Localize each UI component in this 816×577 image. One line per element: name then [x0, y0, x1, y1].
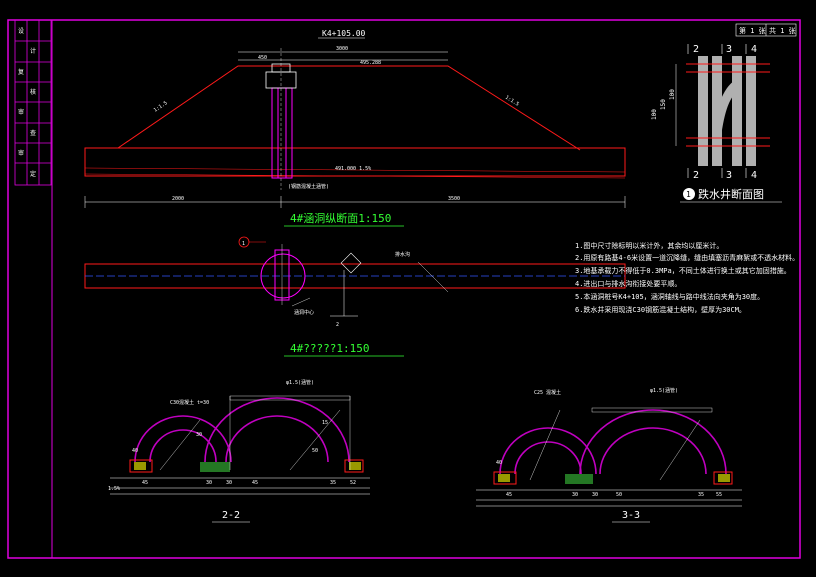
s3-title: 3-3: [622, 510, 640, 521]
s3-dim-5: 35: [698, 492, 704, 498]
left-title-text: 设 计 复 核 审 查 审 定: [18, 27, 36, 178]
s2-elev: 1.5%: [108, 486, 120, 492]
title-cell-4: 审: [18, 108, 24, 116]
s3-dim-2: 30: [572, 492, 578, 498]
note-6: 6.跌水井采用现浇C30钢筋混凝土结构，壁厚为30CM。: [575, 305, 746, 314]
profile-title: 4#涵洞纵断面1:150: [290, 211, 391, 225]
section-3-3: C25 混凝土 φ1.5(涵管) 40 45 30 30 50 35 55 3-…: [476, 387, 742, 523]
s2-dim-2: 30: [206, 480, 212, 486]
plan-view: 1 2 涵洞中心 排水沟 4#?????1:150: [84, 236, 626, 357]
note-3: 3.地基承载力不得低于0.3MPa，不同土体进行换土或其它加固措施。: [575, 266, 791, 275]
s2-title: 2-2: [222, 510, 240, 521]
profile-note: (钢筋混凝土涵管): [288, 183, 329, 190]
well-bottom-label-0: 2: [693, 170, 699, 181]
s3-dim-0: 40: [496, 460, 502, 466]
dim-left: 2000: [172, 196, 184, 202]
s2-dim-6: 52: [350, 480, 356, 486]
inner-frame: [51, 19, 801, 559]
embankment-outline: [117, 65, 581, 151]
plan-label-b: 2: [336, 322, 339, 328]
slope-right: 1:1.5: [504, 95, 520, 108]
s2-dim-0: 40: [132, 448, 138, 454]
well-dim-1: 150: [660, 99, 667, 110]
sheet-number-box: 第 1 张 共 1 张: [735, 23, 797, 37]
callout-right: 排水沟: [395, 251, 410, 258]
right-elev: 495.288: [360, 60, 381, 66]
well-bottom-label-1: 3: [726, 170, 732, 181]
bottom-elev: 491.000 1.5%: [335, 166, 371, 172]
s2-dim-7: 50: [312, 448, 318, 454]
profile-drop-well: [271, 87, 293, 179]
well-marker: [683, 188, 695, 200]
plan-title: 4#?????1:150: [290, 342, 369, 355]
well-title: 跌水井断面图: [698, 187, 764, 201]
section-2-2: C30混凝土 t=30 φ1.5(涵管) 1.5% 40 45 30 30 45…: [108, 379, 370, 523]
s3-dim-4: 50: [616, 492, 622, 498]
note-4: 4.进出口与排水沟衔接处要平顺。: [575, 279, 681, 288]
station-top: K4+105.00: [322, 29, 366, 38]
well-marker-num: 1: [686, 190, 691, 199]
s3-dim-6: 55: [716, 492, 722, 498]
well-bottom-label-2: 4: [751, 170, 757, 181]
left-dim: 450: [258, 55, 267, 61]
top-width-dim: 3000: [336, 46, 348, 52]
s2-dim-3: 30: [226, 480, 232, 486]
plan-well-circle: [260, 253, 306, 299]
title-cell-1: 计: [30, 47, 36, 55]
s3-note-left: C25 混凝土: [534, 389, 561, 396]
notes: 1.图中尺寸除标明以米计外，其余均以厘米计。 2.用原有路基4-6米设置一道沉降…: [575, 241, 799, 314]
note-5: 5.本涵洞桩号K4+105，涵洞轴线与路中线法向夹角为30度。: [575, 292, 764, 301]
s2-dim-9: 15: [322, 420, 328, 426]
title-cell-3: 核: [30, 88, 36, 96]
well-top-label-1: 3: [726, 44, 732, 55]
outer-frame: [7, 19, 801, 559]
well-top-label-0: 2: [693, 44, 699, 55]
sheet-label: 第 1 张: [739, 26, 766, 35]
slope-left: 1:1.5: [153, 100, 169, 113]
s3-dim-1: 45: [506, 492, 512, 498]
well-top-label-2: 4: [751, 44, 757, 55]
s2-note-top: φ1.5(涵管): [286, 379, 314, 386]
s2-dim-1: 45: [142, 480, 148, 486]
s3-dim-3: 30: [592, 492, 598, 498]
title-cell-2: 复: [18, 68, 24, 76]
s3-note-top: φ1.5(涵管): [650, 387, 678, 394]
title-cell-0: 设: [18, 27, 24, 35]
s2-dim-4: 45: [252, 480, 258, 486]
total-label: 共 1 张: [769, 26, 796, 35]
title-cell-7: 定: [30, 170, 36, 178]
title-cell-6: 审: [18, 149, 24, 157]
s2-dim-5: 35: [330, 480, 336, 486]
longitudinal-profile: K4+105.00 3000 450 495.288 1:1.5 1:1.5 4…: [84, 29, 626, 227]
s2-note-left: C30混凝土 t=30: [170, 399, 209, 406]
left-title-strip: [14, 19, 52, 186]
title-cell-5: 查: [30, 129, 36, 137]
well-dim-0: 100: [651, 109, 658, 120]
note-2: 2.用原有路基4-6米设置一道沉降缝，缝由填塞沥青麻絮或不透水材料。: [575, 253, 799, 262]
callout-left: 涵洞中心: [294, 309, 314, 316]
well-dim-2: 100: [669, 89, 676, 100]
note-1: 1.图中尺寸除标明以米计外，其余均以厘米计。: [575, 241, 723, 250]
s2-dim-8: 30: [196, 432, 202, 438]
drop-well-section: 2 3 4 2 3 4 100 150 100 1: [651, 44, 782, 203]
dim-right: 3500: [448, 196, 460, 202]
plan-label-a: 1: [242, 241, 245, 247]
